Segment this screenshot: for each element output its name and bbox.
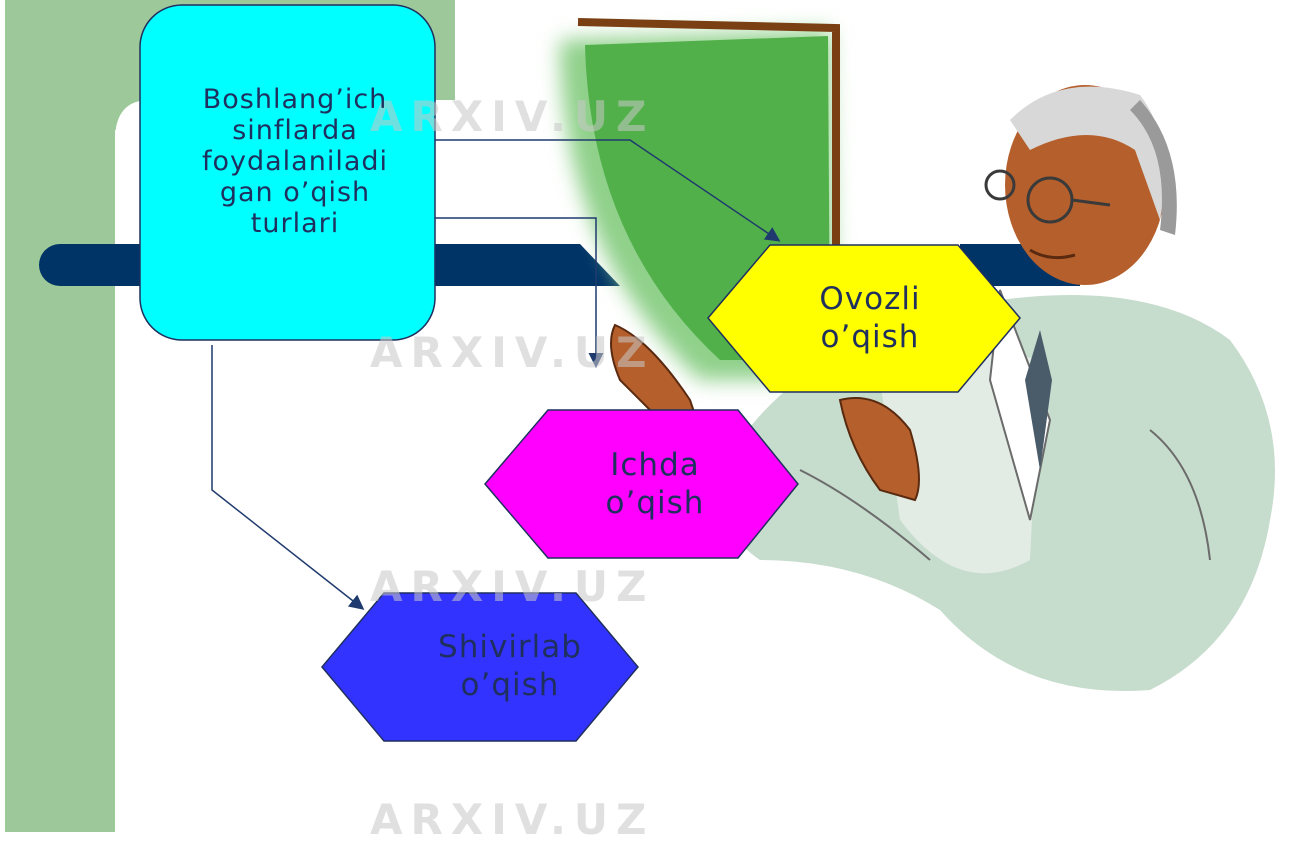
root-node [139,4,436,341]
node-ichda [484,409,799,559]
root-node-label: Boshlang’ich sinflarda foydalaniladi gan… [201,84,389,239]
connector-to-shivirlab [211,345,365,610]
node-ichda-label: Ichda o’qish [605,447,705,521]
node-shivirlab [321,592,639,742]
connectors [211,139,781,610]
watermark: ARXIV.UZ [370,562,655,611]
watermark: ARXIV.UZ [370,795,655,844]
node-shivirlab-label: Shivirlab o’qish [438,629,582,703]
teacher-illustration [610,85,1275,691]
node-ovozli-label: Ovozli o’qish [819,281,921,355]
connector-to-ichda [435,217,604,368]
watermark: ARXIV.UZ [370,328,655,377]
watermark: ARXIV.UZ [370,92,655,141]
node-ovozli [707,244,1021,393]
connector-to-ovozli [435,139,781,242]
